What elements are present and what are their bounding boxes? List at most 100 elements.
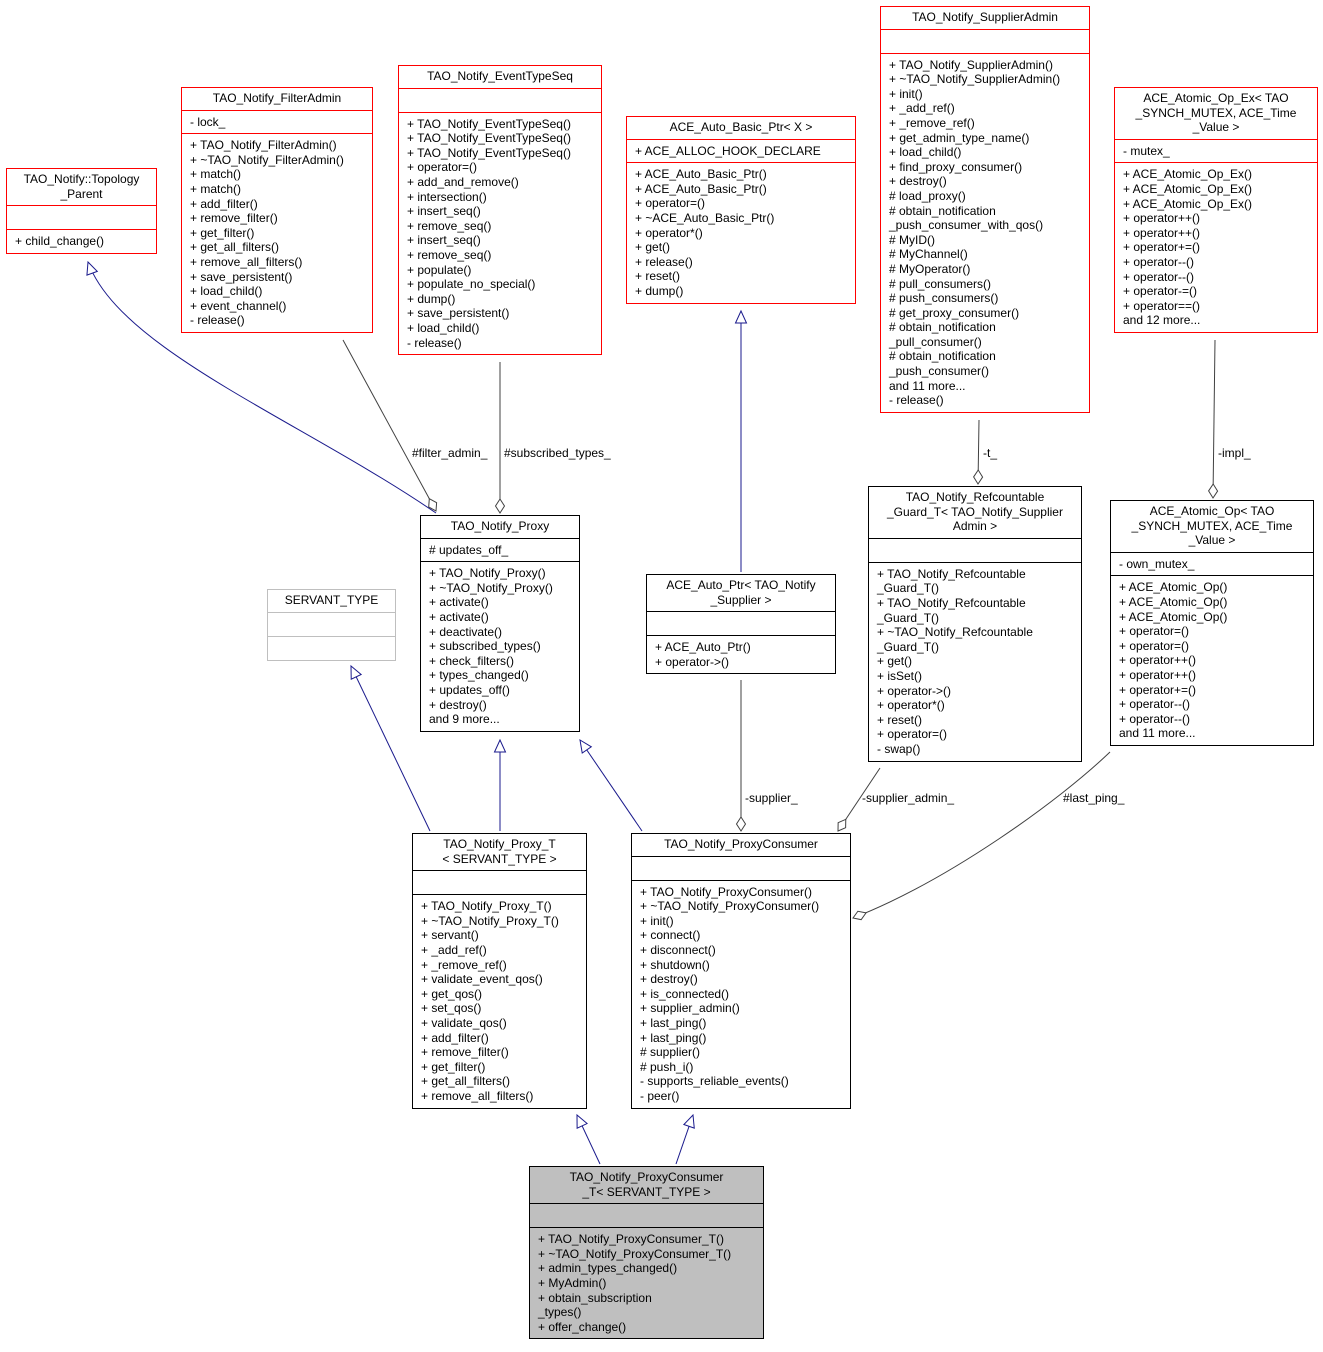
class-title: ACE_Atomic_Op_Ex< TAO_SYNCH_MUTEX, ACE_T… [1115,88,1317,139]
member-method: + intersection() [407,189,487,204]
member-method: + MyAdmin() [538,1275,607,1290]
member-attribute: - mutex_ [1123,143,1170,158]
member-method: + ACE_Atomic_Op_Ex() [1123,196,1253,211]
member-method: + operator--() [1119,697,1191,712]
inheritance-arrowhead [493,738,507,753]
aggregation-diamond [852,910,867,921]
member-method: + ACE_Atomic_Op() [1119,594,1228,609]
member-method: # get_proxy_consumer() [889,305,1020,320]
member-method: + _remove_ref() [421,957,507,972]
method-section: + TAO_Notify_Proxy()+ ~TAO_Notify_Proxy(… [421,561,579,731]
class-title: TAO_Notify_ProxyConsumer [632,834,850,856]
class-box-servant-type[interactable]: SERVANT_TYPE [267,589,396,661]
aggregation-diamond [428,497,438,512]
class-box-ace-auto-ptr[interactable]: ACE_Auto_Ptr< TAO_Notify_Supplier >+ ACE… [646,574,836,675]
member-method: + TAO_Notify_FilterAdmin() [190,138,337,153]
member-method: + save_persistent() [190,269,293,284]
member-method: + TAO_Notify_EventTypeSeq() [407,116,571,131]
member-method: + ~TAO_Notify_Refcountable [877,625,1033,640]
member-method: + get_filter() [190,225,255,240]
member-method: + validate_qos() [421,1015,507,1030]
class-title-line: TAO_Notify_Refcountable [905,490,1045,504]
member-method: + _add_ref() [889,101,955,116]
inheritance-arrowhead [579,739,593,754]
member-method: # MyID() [889,232,935,247]
member-method: + init() [889,86,923,101]
member-method: + TAO_Notify_Refcountable [877,595,1026,610]
method-section: + TAO_Notify_EventTypeSeq()+ TAO_Notify_… [399,111,601,355]
edge-label: -supplier_ [745,791,798,805]
class-box-topology-parent[interactable]: TAO_Notify::Topology_Parent+ child_chang… [6,168,157,254]
class-title-line: ACE_Atomic_Op< TAO [1149,504,1275,518]
member-method: + destroy() [889,174,947,189]
member-method: + admin_types_changed() [538,1261,678,1276]
class-title-line: TAO_Notify_ProxyConsumer [569,1170,724,1184]
member-method: + get_all_filters() [190,240,280,255]
member-method: + operator--() [1123,269,1195,284]
method-section: + TAO_Notify_Proxy_T()+ ~TAO_Notify_Prox… [413,894,586,1107]
member-method: # MyChannel() [889,247,968,262]
member-method: + TAO_Notify_Proxy_T() [421,899,552,914]
class-box-supplier-admin[interactable]: TAO_Notify_SupplierAdmin+ TAO_Notify_Sup… [880,6,1090,413]
member-method: + ~TAO_Notify_SupplierAdmin() [889,72,1061,87]
member-method: + ~TAO_Notify_ProxyConsumer_T() [538,1246,732,1261]
attribute-section: - lock_ [182,109,372,134]
member-method: + child_change() [15,234,105,249]
member-method: + add_and_remove() [407,174,519,189]
edge-proxy-t-to-servant-type [350,665,431,832]
member-method: and 11 more... [1119,726,1196,741]
edge-label: -t_ [983,446,998,460]
member-method: + TAO_Notify_ProxyConsumer() [640,884,812,899]
member-method: + ACE_Auto_Ptr() [655,640,751,655]
member-method: # supplier() [640,1045,701,1060]
attribute-section [413,870,586,894]
attribute-section: - own_mutex_ [1111,551,1313,576]
aggregation-diamond [494,498,506,514]
class-box-proxy-consumer[interactable]: TAO_Notify_ProxyConsumer + TAO_Notify_Pro… [631,833,851,1109]
class-box-event-type-seq[interactable]: TAO_Notify_EventTypeSeq + TAO_Notify_Even… [398,65,602,356]
member-method: + remove_seq() [407,247,492,262]
class-box-proxy-consumer-t[interactable]: TAO_Notify_ProxyConsumer_T< SERVANT_TYPE… [529,1166,764,1340]
class-box-ace-auto-basic-ptr[interactable]: ACE_Auto_Basic_Ptr< X >+ ACE_ALLOC_HOOK_… [626,116,856,304]
member-method: + activate() [429,609,489,624]
class-title-line: _Value > [1188,533,1236,548]
member-method: + operator==() [1123,298,1201,313]
member-method: + types_changed() [429,668,529,683]
member-method: + operator--() [1123,254,1195,269]
method-section: + TAO_Notify_ProxyConsumer_T()+ ~TAO_Not… [530,1227,763,1338]
member-method: + release() [635,254,693,269]
attribute-section [7,205,156,229]
member-method: + ACE_Atomic_Op_Ex() [1123,181,1253,196]
class-box-atomic-op[interactable]: ACE_Atomic_Op< TAO_SYNCH_MUTEX, ACE_Time… [1110,500,1314,746]
class-title-line: TAO_Notify_EventTypeSeq [427,69,573,83]
method-section [268,635,395,660]
member-method: and 11 more... [889,378,966,393]
member-method: + match() [190,167,242,182]
member-method: + operator--() [1119,711,1191,726]
member-method: + get_admin_type_name() [889,130,1030,145]
member-method: # obtain_notification [889,203,996,218]
aggregation-diamond [735,816,747,832]
member-method: and 12 more... [1123,313,1201,328]
member-method: + operator*() [877,698,945,713]
member-method: + remove_filter() [421,1045,509,1060]
member-method: + destroy() [429,697,487,712]
class-box-refcountable-guard[interactable]: TAO_Notify_Refcountable_Guard_T< TAO_Not… [868,486,1082,762]
member-method: + dump() [407,291,456,306]
class-title-line: _SYNCH_MUTEX, ACE_Time [1135,105,1297,120]
member-method: + find_proxy_consumer() [889,159,1023,174]
inheritance-arrowhead [734,309,748,324]
class-title-line: _Parent [60,186,103,201]
member-method: + insert_seq() [407,204,481,219]
class-box-atomic-op-ex[interactable]: ACE_Atomic_Op_Ex< TAO_SYNCH_MUTEX, ACE_T… [1114,87,1318,333]
class-box-proxy-t[interactable]: TAO_Notify_Proxy_T< SERVANT_TYPE >+ TAO_… [412,833,587,1109]
member-method: + get_filter() [421,1059,486,1074]
member-method: + TAO_Notify_Refcountable [877,566,1026,581]
class-box-filter-admin[interactable]: TAO_Notify_FilterAdmin- lock_+ TAO_Notif… [181,87,373,333]
attribute-section: - mutex_ [1115,138,1317,163]
member-method: + TAO_Notify_EventTypeSeq() [407,131,571,146]
member-method: + add_filter() [190,196,258,211]
class-title-line: < SERVANT_TYPE > [442,851,557,866]
member-method: + load_child() [407,320,480,335]
class-box-notify-proxy[interactable]: TAO_Notify_Proxy# updates_off_+ TAO_Noti… [420,515,580,732]
